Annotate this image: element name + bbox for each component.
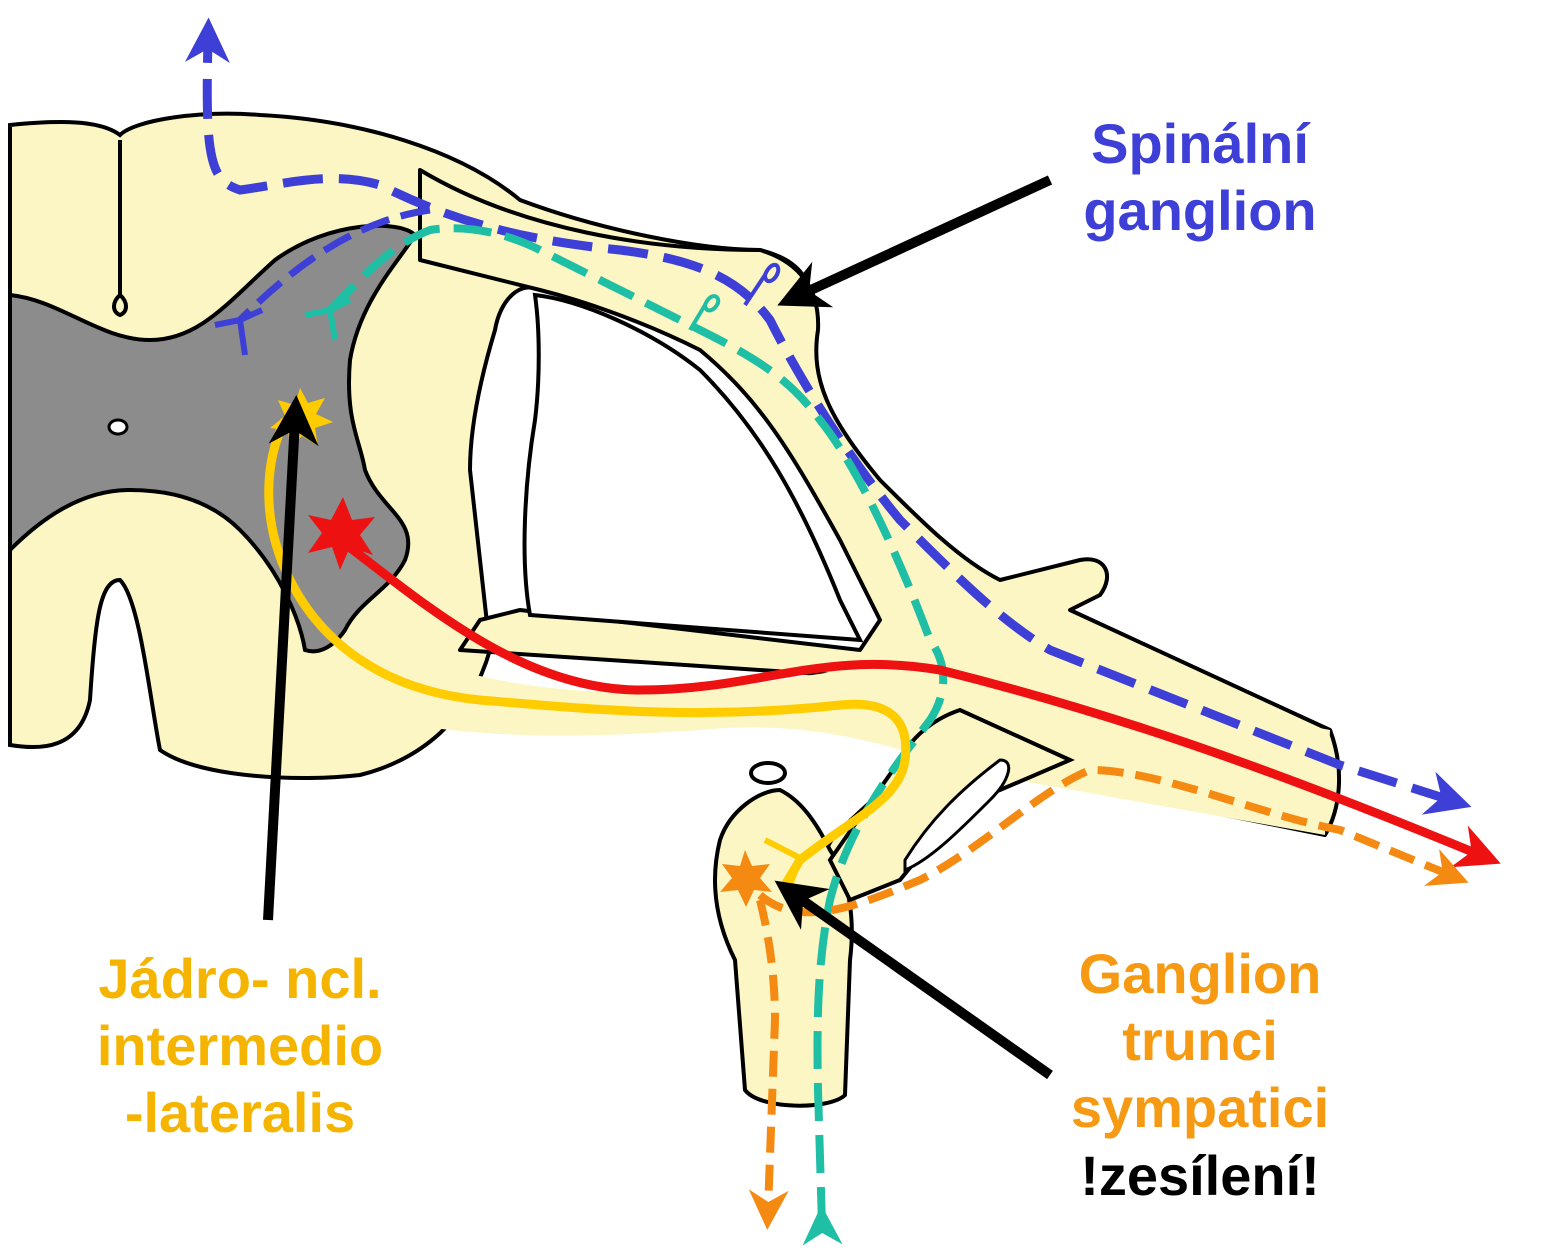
label-nucleus-line-2: intermedio: [30, 1012, 450, 1079]
label-nucleus-line-3: -lateralis: [30, 1079, 450, 1146]
label-trunk-ganglion-line-2: trunci: [1020, 1007, 1380, 1074]
label-nucleus-line-1: Jádro- ncl.: [30, 945, 450, 1012]
label-spinal-ganglion-line-1: Spinální: [1050, 110, 1350, 177]
trunk-cut-end: [751, 763, 785, 783]
label-spinal-ganglion: Spinální ganglion: [1050, 110, 1350, 244]
label-spinal-ganglion-line-2: ganglion: [1050, 177, 1350, 244]
central-canal: [109, 420, 127, 434]
label-trunk-ganglion-emphasis: !zesílení!: [1020, 1142, 1380, 1209]
label-trunk-ganglion-line-3: sympatici: [1020, 1074, 1380, 1141]
label-nucleus: Jádro- ncl. intermedio -lateralis: [30, 945, 450, 1147]
label-trunk-ganglion-line-1: Ganglion: [1020, 940, 1380, 1007]
pointer-arrow-spinal-ganglion: [800, 180, 1050, 295]
label-trunk-ganglion: Ganglion trunci sympatici !zesílení!: [1020, 940, 1380, 1209]
